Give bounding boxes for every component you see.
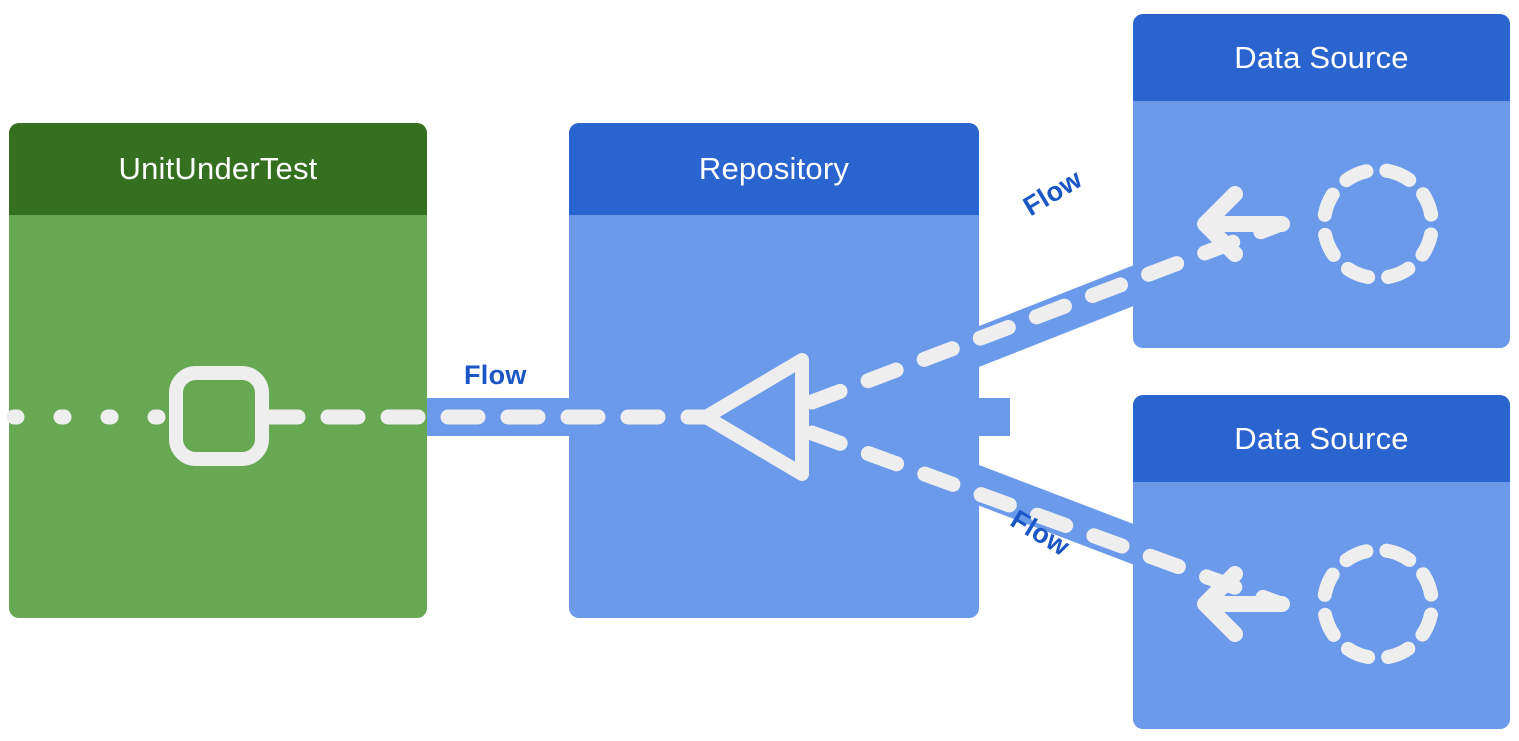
node-data-source-bottom-header: Data Source [1133, 395, 1510, 482]
flow-label-repository-to-data-source-bottom: Flow [1005, 504, 1075, 563]
node-data-source-bottom-label: Data Source [1234, 420, 1409, 456]
node-unit-under-test-label: UnitUnderTest [118, 151, 318, 186]
node-repository-label: Repository [698, 151, 850, 186]
node-data-source-top-label: Data Source [1234, 39, 1409, 75]
node-unit-under-test-body [9, 215, 427, 618]
flow-label-text: Flow [1005, 504, 1075, 563]
node-repository-body [569, 215, 979, 618]
flow-label-repository-to-data-source-top: Flow [1018, 164, 1088, 223]
node-data-source-top[interactable]: Data Source [1133, 14, 1510, 348]
flow-label-text: Flow [464, 360, 527, 390]
node-unit-under-test[interactable]: UnitUnderTest [9, 123, 427, 618]
node-unit-under-test-header: UnitUnderTest [9, 123, 427, 215]
node-data-source-top-header: Data Source [1133, 14, 1510, 101]
node-repository[interactable]: Repository [569, 123, 979, 618]
node-data-source-bottom-body [1133, 482, 1510, 729]
node-repository-header: Repository [569, 123, 979, 215]
node-data-source-bottom[interactable]: Data Source [1133, 395, 1510, 729]
flow-label-text: Flow [1018, 163, 1088, 222]
node-data-source-top-body [1133, 101, 1510, 348]
flow-label-uut-to-repository: Flow [464, 360, 527, 391]
